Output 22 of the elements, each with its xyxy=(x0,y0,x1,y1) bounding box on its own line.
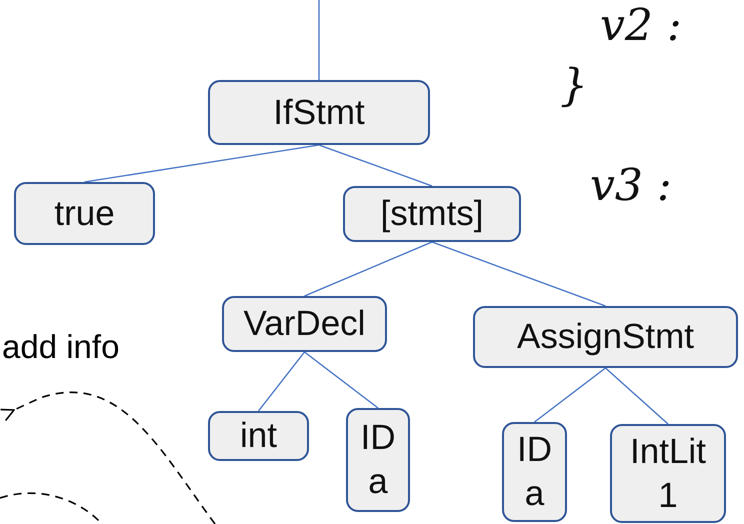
tree-edge xyxy=(605,368,668,424)
tree-edge xyxy=(304,351,378,409)
tree-node-box: AssignStmt xyxy=(473,306,738,368)
handwritten-note: } xyxy=(560,60,588,111)
tree-edge xyxy=(318,0,320,80)
handwritten-note: v3 : xyxy=(590,160,672,211)
tree-node-box: VarDecl xyxy=(222,296,387,352)
annotation-text: add info xyxy=(2,328,120,366)
tree-edge xyxy=(534,367,606,423)
tree-node-box: IntLit 1 xyxy=(610,424,726,523)
tree-edge xyxy=(84,144,320,183)
tree-node-box: [stmts] xyxy=(343,186,521,242)
tree-edge xyxy=(304,241,432,297)
tree-node-box: IfStmt xyxy=(208,80,430,145)
tree-node-box: true xyxy=(14,182,155,245)
tree-edge xyxy=(318,144,432,187)
tree-node-box: int xyxy=(208,411,309,461)
tree-node-box: ID a xyxy=(346,408,410,512)
tree-edge xyxy=(432,241,606,307)
tree-edge xyxy=(258,352,306,412)
tree-node-box: ID a xyxy=(502,422,567,522)
handwritten-note: v2 : xyxy=(600,0,682,51)
